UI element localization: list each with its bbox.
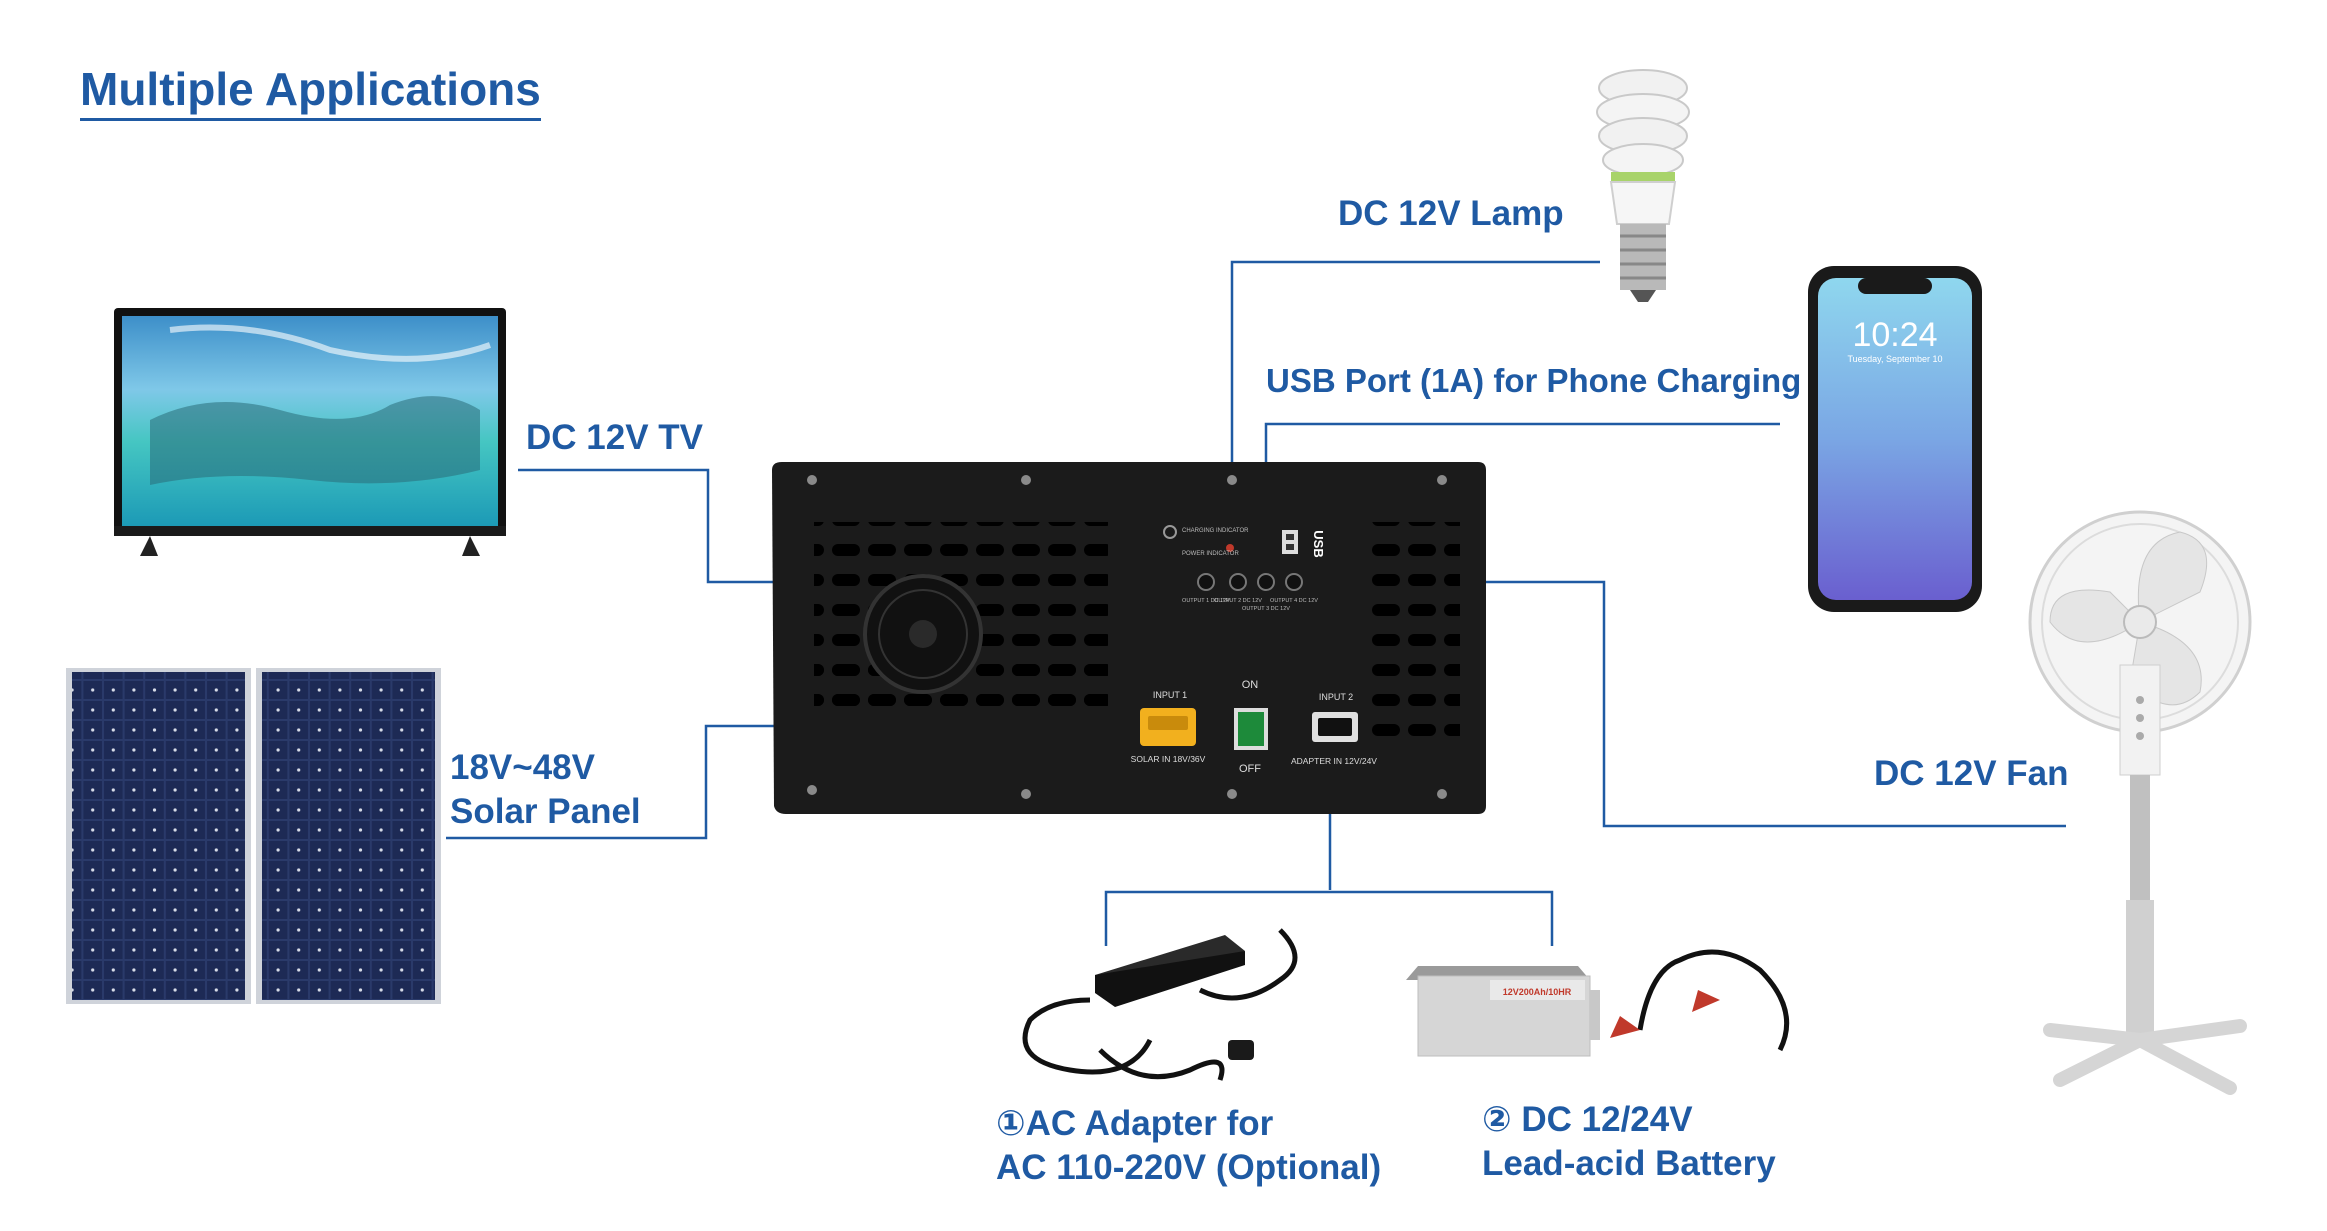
power-indicator-label: POWER INDICATOR	[1182, 551, 1239, 557]
output-1-label: OUTPUT 1 DC 12V	[1182, 598, 1230, 604]
switch-on-label: ON	[1242, 679, 1259, 691]
input2-description: ADAPTER IN 12V/24V	[1291, 756, 1377, 766]
switch-off-label: OFF	[1239, 763, 1261, 775]
output-2-label: OUTPUT 2 DC 12V	[1214, 598, 1262, 604]
charging-indicator-label: CHARGING INDICATOR	[1182, 528, 1249, 534]
ac-adapter-label-line2: AC 110-220V (Optional)	[996, 1147, 1382, 1187]
output-4-label: OUTPUT 4 DC 12V	[1270, 598, 1318, 604]
battery-label-line1: ② DC 12/24V	[1482, 1100, 1693, 1139]
input1-description: SOLAR IN 18V/36V	[1131, 754, 1206, 764]
phone-date: Tuesday, September 10	[1847, 354, 1942, 364]
solar-panel-label-line2: Solar Panel	[450, 791, 641, 831]
usb-label: USB	[1311, 530, 1326, 557]
battery-label: ② DC 12/24V Lead-acid Battery	[1482, 1098, 1776, 1186]
dc-output-ports: OUTPUT 1 DC 12V OUTPUT 2 DC 12V OUTPUT 3…	[1182, 573, 1318, 612]
ac-adapter-label-line1: ①AC Adapter for	[996, 1104, 1274, 1143]
tv-label: DC 12V TV	[526, 418, 703, 457]
solar-controller-device: CHARGING INDICATOR POWER INDICATOR USB O…	[772, 462, 1486, 814]
ac-adapter-label: ①AC Adapter for AC 110-220V (Optional)	[996, 1102, 1381, 1190]
input2-label: INPUT 2	[1319, 692, 1353, 702]
solar-panel-label: 18V~48V Solar Panel	[450, 746, 641, 834]
lamp-label: DC 12V Lamp	[1338, 194, 1564, 233]
solar-panel-label-line1: 18V~48V	[450, 748, 595, 787]
lead-acid-battery-image: 12V200Ah/10HR	[1406, 949, 1790, 1057]
output-3-label: OUTPUT 3 DC 12V	[1242, 606, 1290, 612]
phone-time: 10:24	[1852, 316, 1937, 354]
battery-model: 12V200Ah/10HR	[1503, 987, 1572, 997]
branch-line	[1104, 890, 1554, 946]
ac-adapter-image	[1022, 928, 1298, 1081]
smartphone-image: 10:24 Tuesday, September 10	[1808, 266, 1982, 612]
standing-fan-image	[2028, 510, 2252, 1095]
page-title: Multiple Applications	[80, 62, 541, 121]
tv-image	[114, 308, 506, 556]
usb-port-label: USB Port (1A) for Phone Charging	[1266, 362, 1802, 399]
solar-panel-image	[66, 668, 441, 1004]
input1-label: INPUT 1	[1153, 690, 1187, 700]
fan-label: DC 12V Fan	[1874, 754, 2069, 793]
battery-label-line2: Lead-acid Battery	[1482, 1143, 1776, 1183]
cfl-lamp-image	[1596, 69, 1690, 302]
